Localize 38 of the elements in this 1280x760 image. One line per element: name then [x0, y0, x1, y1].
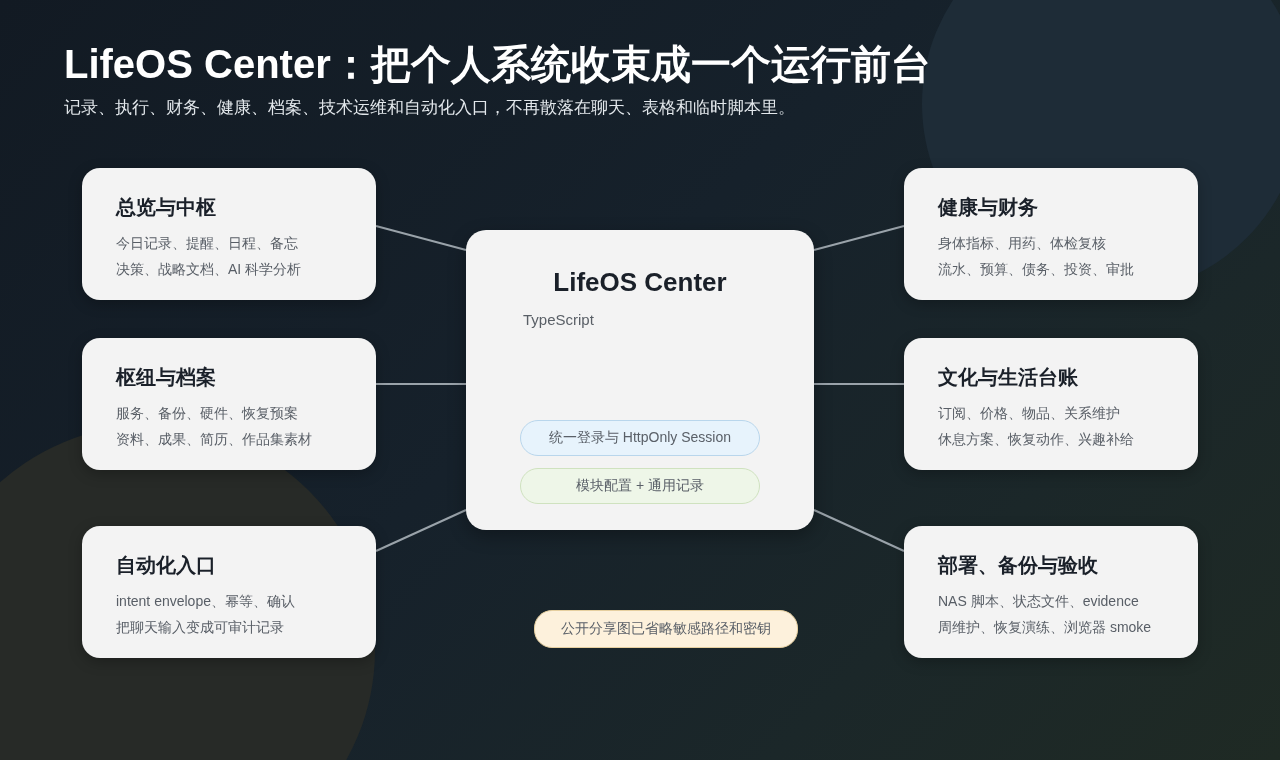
connector-line [375, 509, 467, 552]
card-text: 决策、战略文档、AI 科学分析 [116, 260, 302, 279]
card-text: 把聊天输入变成可审计记录 [116, 618, 284, 637]
module-card [904, 526, 1198, 658]
card-text: 订阅、价格、物品、关系维护 [938, 404, 1120, 423]
card-title: 健康与财务 [938, 195, 1038, 220]
card-text: intent envelope、幂等、确认 [116, 592, 295, 611]
connector-line [813, 225, 905, 251]
card-title: 自动化入口 [116, 553, 216, 578]
card-text: 流水、预算、债务、投资、审批 [938, 260, 1134, 279]
card-text: 周维护、恢复演练、浏览器 smoke [938, 618, 1152, 637]
connector-line [375, 383, 467, 385]
card-title: 文化与生活台账 [938, 365, 1078, 390]
tag-pill: 模块配置 + 通用记录 [520, 468, 760, 504]
module-card [82, 338, 376, 470]
hub-card [466, 230, 814, 530]
connector-line [813, 383, 905, 385]
connector-line [813, 509, 905, 552]
module-card [82, 168, 376, 300]
card-text: 今日记录、提醒、日程、备忘 [116, 234, 298, 253]
card-text: 休息方案、恢复动作、兴趣补给 [938, 430, 1134, 449]
tech-line: TypeScript [523, 310, 594, 330]
card-title: 总览与中枢 [116, 195, 216, 220]
hub-title: LifeOS Center [553, 266, 727, 298]
title: LifeOS Center：把个人系统收束成一个运行前台 [64, 41, 931, 88]
card-text: 服务、备份、硬件、恢复预案 [116, 404, 298, 423]
subtitle: 记录、执行、财务、健康、档案、技术运维和自动化入口，不再散落在聊天、表格和临时脚本里。 [64, 97, 795, 119]
module-card [904, 338, 1198, 470]
card-text: 身体指标、用药、体检复核 [938, 234, 1106, 253]
card-text: NAS 脚本、状态文件、evidence [938, 592, 1139, 611]
tag-pill: 公开分享图已省略敏感路径和密钥 [534, 610, 798, 648]
card-title: 部署、备份与验收 [938, 553, 1098, 578]
module-card [82, 526, 376, 658]
card-text: 资料、成果、简历、作品集素材 [116, 430, 312, 449]
module-card [904, 168, 1198, 300]
connector-line [375, 225, 467, 251]
card-title: 枢纽与档案 [116, 365, 216, 390]
tag-pill: 统一登录与 HttpOnly Session [520, 420, 760, 456]
